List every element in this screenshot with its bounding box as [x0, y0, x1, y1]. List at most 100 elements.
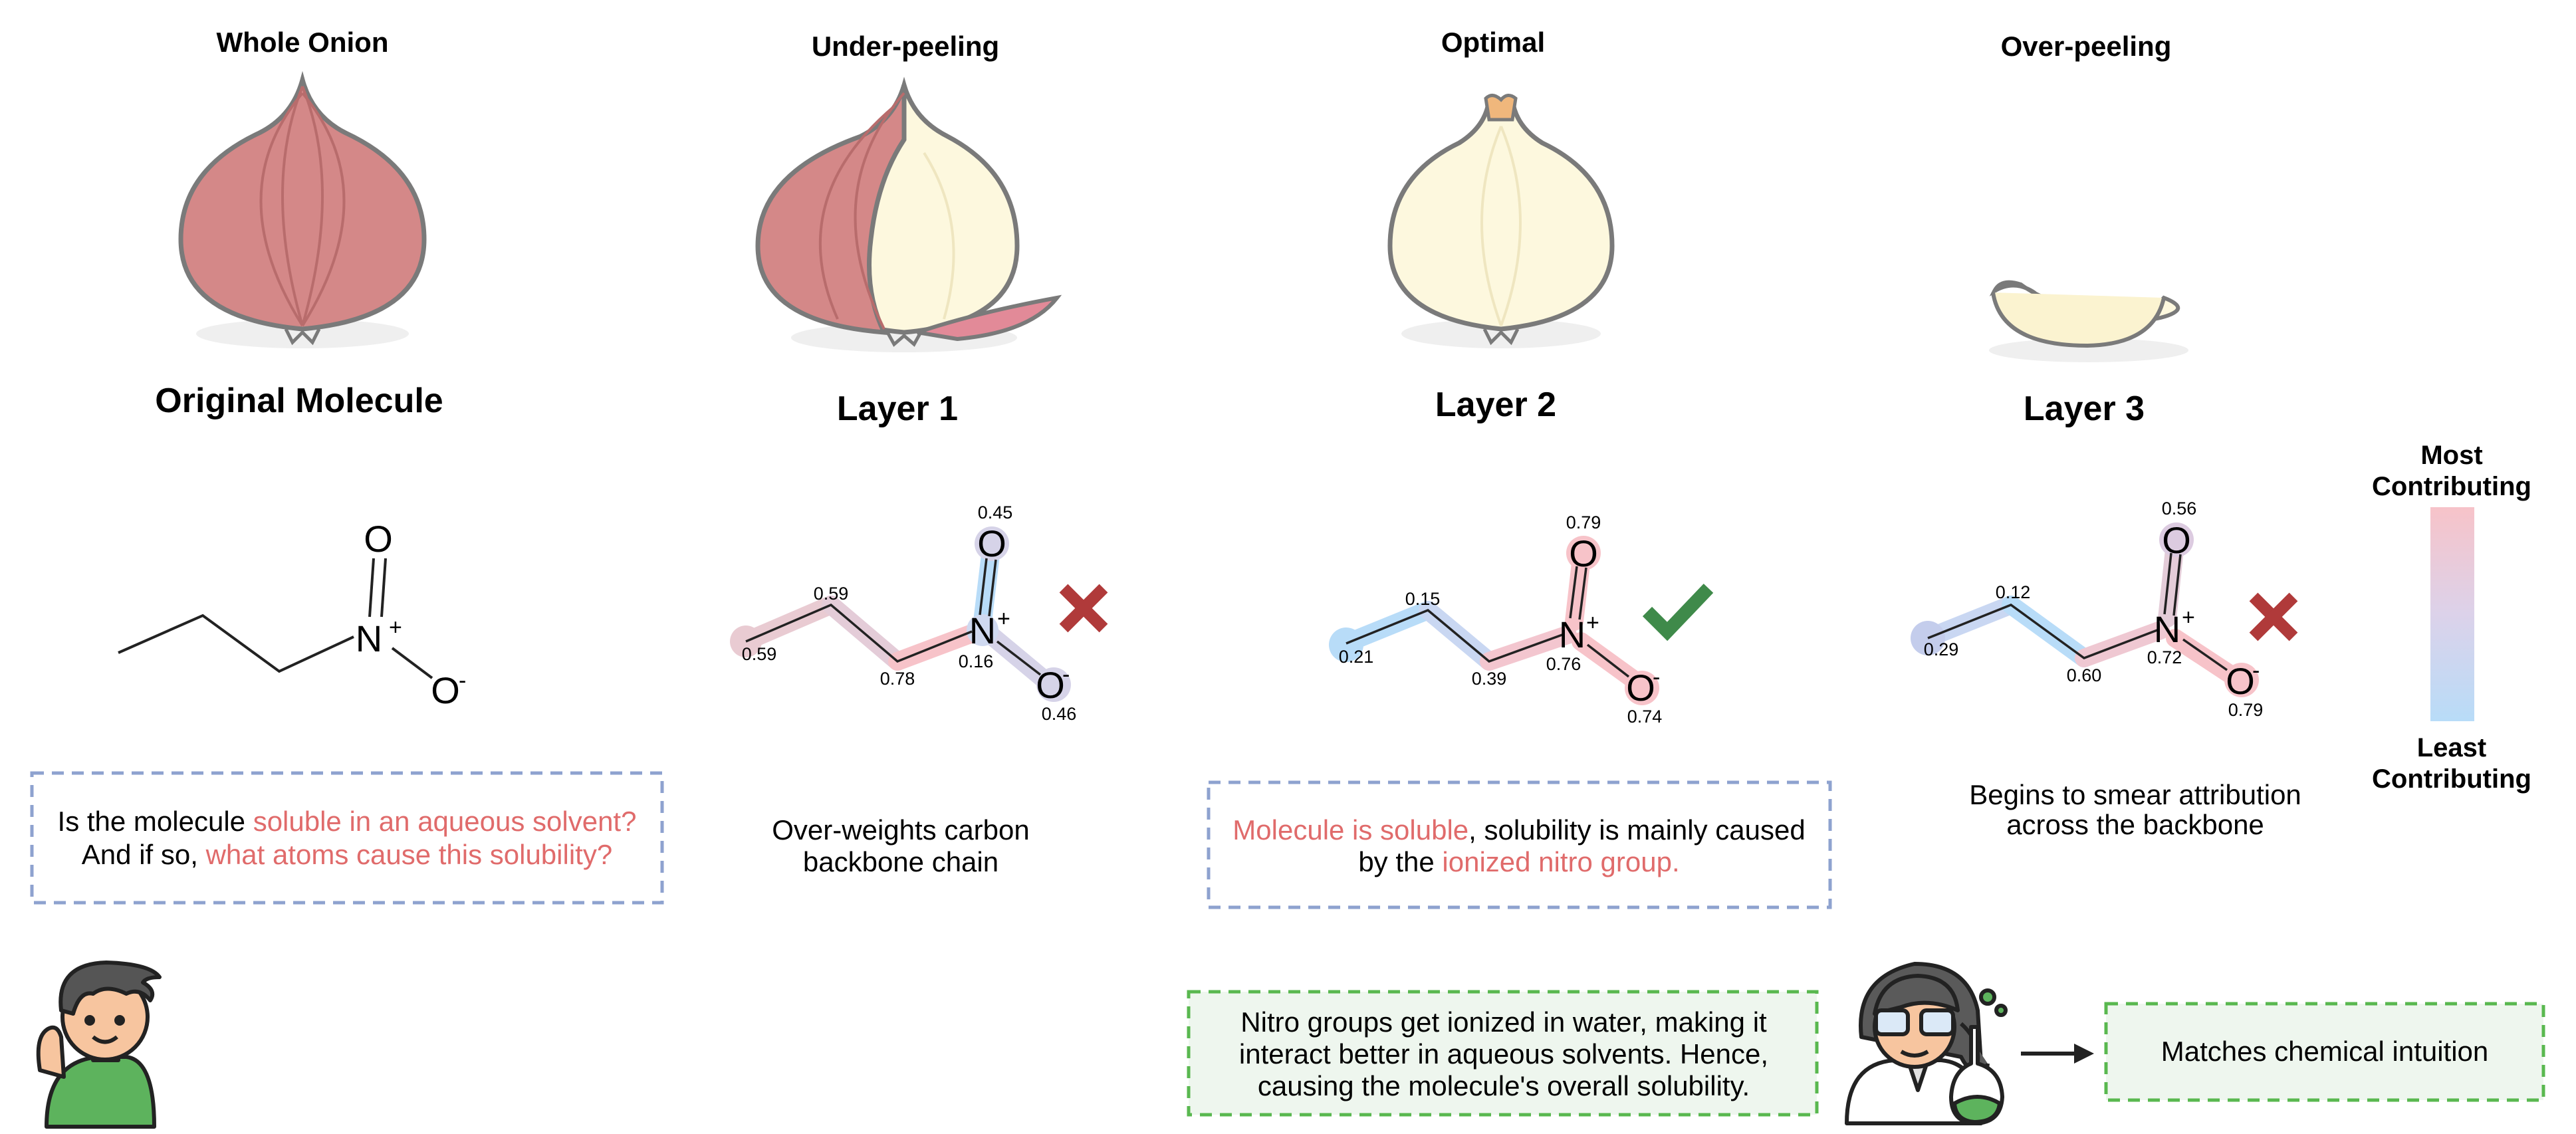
- arrow-right-icon: [2021, 1044, 2094, 1064]
- layer3-single-bond-o: [2182, 638, 2228, 671]
- question-highlight1: soluble in an aqueous solvent?: [253, 806, 637, 837]
- single-bond-o: [391, 647, 433, 679]
- cross-icon: [2249, 592, 2298, 641]
- answer-highlight2: ionized nitro group.: [1442, 846, 1679, 877]
- half-peeled-onion-icon: [755, 76, 1062, 352]
- layer1-score-o2: 0.46: [1042, 704, 1077, 724]
- explanation-line-3: causing the molecule's overall solubilit…: [1258, 1070, 1750, 1101]
- stage-label-optimal: Optimal: [1441, 27, 1545, 58]
- layer2-score-c2: 0.15: [1405, 589, 1441, 609]
- answer-box: [1207, 780, 1832, 909]
- answer-part1: , solubility is mainly caused: [1468, 814, 1806, 846]
- layer1-carbon-backbone-bond: [745, 603, 973, 663]
- explanation-line-1: Nitro groups get ionized in water, makin…: [1240, 1006, 1767, 1038]
- question-box: [30, 771, 664, 905]
- layer1-oxygen-charge-label: -: [1062, 662, 1070, 687]
- question-part1: Is the molecule: [58, 806, 253, 837]
- layer1-oxygen-anion-atom-label: O: [1036, 664, 1065, 706]
- layer-title-original-molecule: Original Molecule: [155, 382, 443, 420]
- layer3-molecule: O N + O - 0.29 0.12 0.60 0.72 0.56 0.79: [1911, 499, 2263, 720]
- double-bond-a: [368, 558, 375, 618]
- layer2-oxygen-anion-atom-label: O: [1626, 667, 1655, 709]
- carbon-backbone-bond: [118, 614, 354, 673]
- layer1-nitrogen-charge-label: +: [997, 606, 1010, 631]
- layer3-score-c2: 0.12: [1996, 582, 2031, 602]
- peeled-onion-icon: [1387, 94, 1615, 348]
- question-part2: And if so,: [82, 839, 206, 870]
- layer1-score-n: 0.16: [959, 651, 994, 671]
- whole-onion-icon: [178, 70, 427, 348]
- layer3-carbon-backbone-bond: [1927, 604, 2158, 659]
- layer-title-layer-1: Layer 1: [837, 390, 958, 428]
- stage-label-under-peeling: Under-peeling: [812, 31, 999, 62]
- layer1-caption-line-1: Over-weights carbon: [772, 814, 1030, 846]
- layer3-score-o1: 0.56: [2162, 499, 2197, 518]
- layer3-caption-line-2: across the backbone: [2006, 809, 2264, 840]
- layer2-molecule: O N + O - 0.21 0.15 0.39 0.76 0.79 0.74: [1329, 512, 1662, 727]
- layer3-oxygen-atom-label: O: [2162, 519, 2191, 561]
- stage-label-whole-onion: Whole Onion: [217, 27, 389, 58]
- layer3-score-o2: 0.79: [2228, 700, 2264, 720]
- layer3-caption-line-1: Begins to smear attribution: [1969, 779, 2301, 810]
- layer3-score-n: 0.72: [2147, 647, 2182, 667]
- layer2-score-c1: 0.21: [1339, 647, 1374, 667]
- answer-highlight1: Molecule is soluble: [1232, 814, 1468, 846]
- layer1-score-c3: 0.78: [880, 669, 915, 689]
- verdict-text: Matches chemical intuition: [2161, 1036, 2489, 1067]
- layer2-oxygen-charge-label: -: [1653, 665, 1660, 690]
- legend-least-label-line1: Least: [2417, 733, 2487, 762]
- question-line-1: Is the molecule soluble in an aqueous so…: [58, 806, 637, 837]
- layer1-double-bond-a: [979, 558, 988, 616]
- student-avatar-icon: [36, 961, 162, 1129]
- layer2-double-bond-a: [1569, 566, 1578, 619]
- onion-peel-icon: [1989, 280, 2188, 362]
- stage-label-over-peeling: Over-peeling: [2001, 31, 2172, 62]
- layer1-single-bond-o: [996, 640, 1042, 676]
- layer3-double-bond-a: [2163, 552, 2172, 615]
- answer-part2: by the: [1358, 846, 1442, 877]
- layer3-score-c3: 0.60: [2067, 665, 2102, 685]
- layer1-score-c1: 0.59: [742, 644, 777, 664]
- checkmark-icon: [1642, 584, 1714, 641]
- layer2-score-o1: 0.79: [1566, 512, 1601, 532]
- oxygen-atom-label: O: [364, 518, 393, 560]
- scientist-avatar-icon: [1845, 962, 2008, 1125]
- legend-gradient-bar: [2430, 507, 2474, 721]
- layer2-score-c3: 0.39: [1472, 669, 1507, 689]
- legend-least-label-line2: Contributing: [2372, 764, 2531, 794]
- layer1-double-bond-b: [988, 559, 997, 617]
- verdict-box: [2104, 1002, 2545, 1102]
- oxygen-charge-label: -: [459, 668, 466, 693]
- oxygen-anion-atom-label: O: [431, 669, 460, 711]
- layer2-oxygen-atom-label: O: [1569, 532, 1598, 574]
- double-bond-b: [380, 558, 387, 618]
- layer1-molecule: O N + O - 0.59 0.59 0.78 0.16 0.45 0.46: [730, 503, 1076, 724]
- layer3-oxygen-anion-atom-label: O: [2226, 660, 2255, 702]
- layer2-score-n: 0.76: [1546, 654, 1581, 674]
- layer2-score-o2: 0.74: [1627, 707, 1663, 727]
- original-molecule: O N + O -: [118, 518, 466, 711]
- cross-icon: [1059, 584, 1108, 633]
- legend-most-label-line1: Most: [2420, 441, 2482, 470]
- layer2-carbon-backbone-bond: [1346, 608, 1563, 663]
- layer3-nitrogen-charge-label: +: [2182, 605, 2195, 630]
- layer-title-layer-3: Layer 3: [2024, 390, 2145, 428]
- layer2-nitrogen-atom-label: N: [1559, 614, 1585, 655]
- question-highlight2: what atoms cause this solubility?: [205, 839, 613, 870]
- nitrogen-atom-label: N: [356, 618, 382, 659]
- explanation-line-2: interact better in aqueous solvents. Hen…: [1239, 1038, 1768, 1070]
- layer1-nitrogen-atom-label: N: [969, 610, 996, 651]
- nitrogen-charge-label: +: [389, 615, 402, 640]
- answer-line-2: by the ionized nitro group.: [1358, 846, 1679, 877]
- layer1-oxygen-atom-label: O: [977, 522, 1006, 564]
- layer1-caption-line-2: backbone chain: [803, 846, 998, 877]
- layer2-single-bond-o: [1586, 643, 1630, 678]
- explanation-box: [1187, 990, 1819, 1117]
- layer3-nitrogen-atom-label: N: [2154, 608, 2180, 650]
- layer1-score-o1: 0.45: [978, 503, 1013, 522]
- layer2-double-bond-b: [1578, 567, 1587, 620]
- answer-line-1: Molecule is soluble, solubility is mainl…: [1232, 814, 1805, 846]
- layer1-score-c2: 0.59: [814, 584, 849, 604]
- legend-most-label-line2: Contributing: [2372, 472, 2531, 501]
